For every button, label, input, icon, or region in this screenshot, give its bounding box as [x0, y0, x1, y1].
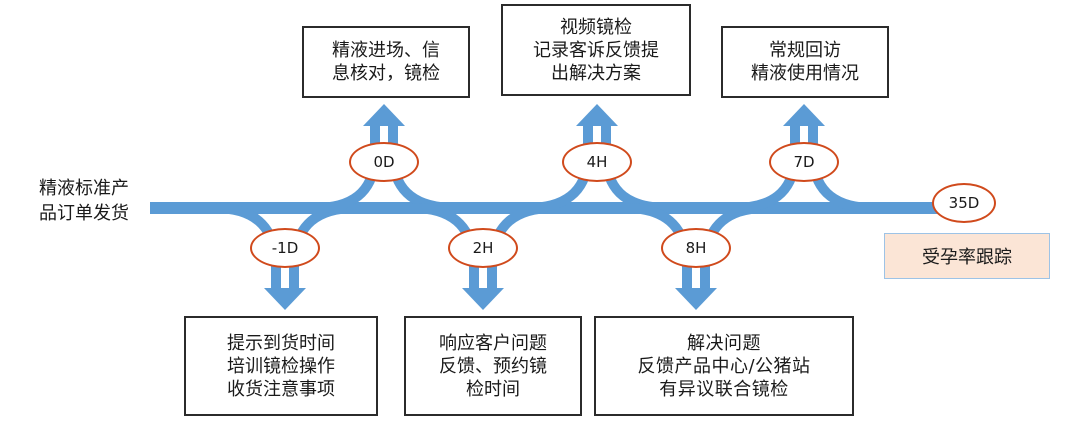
- step-box-2h: 响应客户问题 反馈、预约镜 检时间: [404, 316, 582, 416]
- step-2h-line-3: 检时间: [466, 378, 520, 400]
- step-4h-line-1: 视频镜检: [560, 16, 632, 38]
- step-minus1d-line-3: 收货注意事项: [227, 378, 335, 400]
- step-box-4h: 视频镜检 记录客诉反馈提 出解决方案: [501, 4, 691, 96]
- milestone-badge-7d: 7D: [769, 142, 839, 182]
- step-8h-line-3: 有异议联合镜检: [659, 378, 789, 400]
- step-minus1d-line-1: 提示到货时间: [227, 332, 335, 354]
- step-box-0d: 精液进场、信 息核对，镜检: [302, 26, 470, 98]
- arrow-up-0d: [363, 104, 405, 126]
- step-minus1d-line-2: 培训镜检操作: [227, 355, 335, 377]
- step-box-7d: 常规回访 精液使用情况: [721, 26, 889, 98]
- step-2h-line-2: 反馈、预约镜: [439, 355, 547, 377]
- step-8h-line-2: 反馈产品中心/公猪站: [637, 355, 811, 377]
- milestone-badge-8h: 8H: [661, 228, 731, 268]
- step-7d-line-1: 常规回访: [769, 40, 841, 61]
- milestone-badge-minus1d: -1D: [250, 228, 320, 268]
- step-2h-line-1: 响应客户问题: [439, 332, 547, 354]
- milestone-badge-35d: 35D: [932, 183, 996, 223]
- step-box-8h: 解决问题 反馈产品中心/公猪站 有异议联合镜检: [594, 316, 854, 416]
- step-7d-line-2: 精液使用情况: [751, 63, 859, 84]
- start-label: 精液标准产 品订单发货: [18, 176, 150, 226]
- arrow-up-7d: [783, 104, 825, 126]
- arrow-down-minus1d: [264, 288, 306, 310]
- arrow-down-8h: [675, 288, 717, 310]
- arrow-down-2h: [462, 288, 504, 310]
- tracking-label: 受孕率跟踪: [884, 233, 1050, 279]
- start-label-line-2: 品订单发货: [39, 203, 129, 224]
- step-0d-line-2: 息核对，镜检: [332, 63, 440, 84]
- step-8h-line-1: 解决问题: [687, 332, 761, 354]
- start-label-line-1: 精液标准产: [39, 178, 129, 199]
- arrow-up-4h: [576, 104, 618, 126]
- milestone-badge-0d: 0D: [349, 142, 419, 182]
- milestone-badge-2h: 2H: [448, 228, 518, 268]
- step-4h-line-2: 记录客诉反馈提: [533, 39, 659, 61]
- step-0d-line-1: 精液进场、信: [332, 40, 440, 61]
- milestone-badge-4h: 4H: [562, 142, 632, 182]
- step-4h-line-3: 出解决方案: [551, 62, 641, 84]
- step-box-minus1d: 提示到货时间 培训镜检操作 收货注意事项: [184, 316, 378, 416]
